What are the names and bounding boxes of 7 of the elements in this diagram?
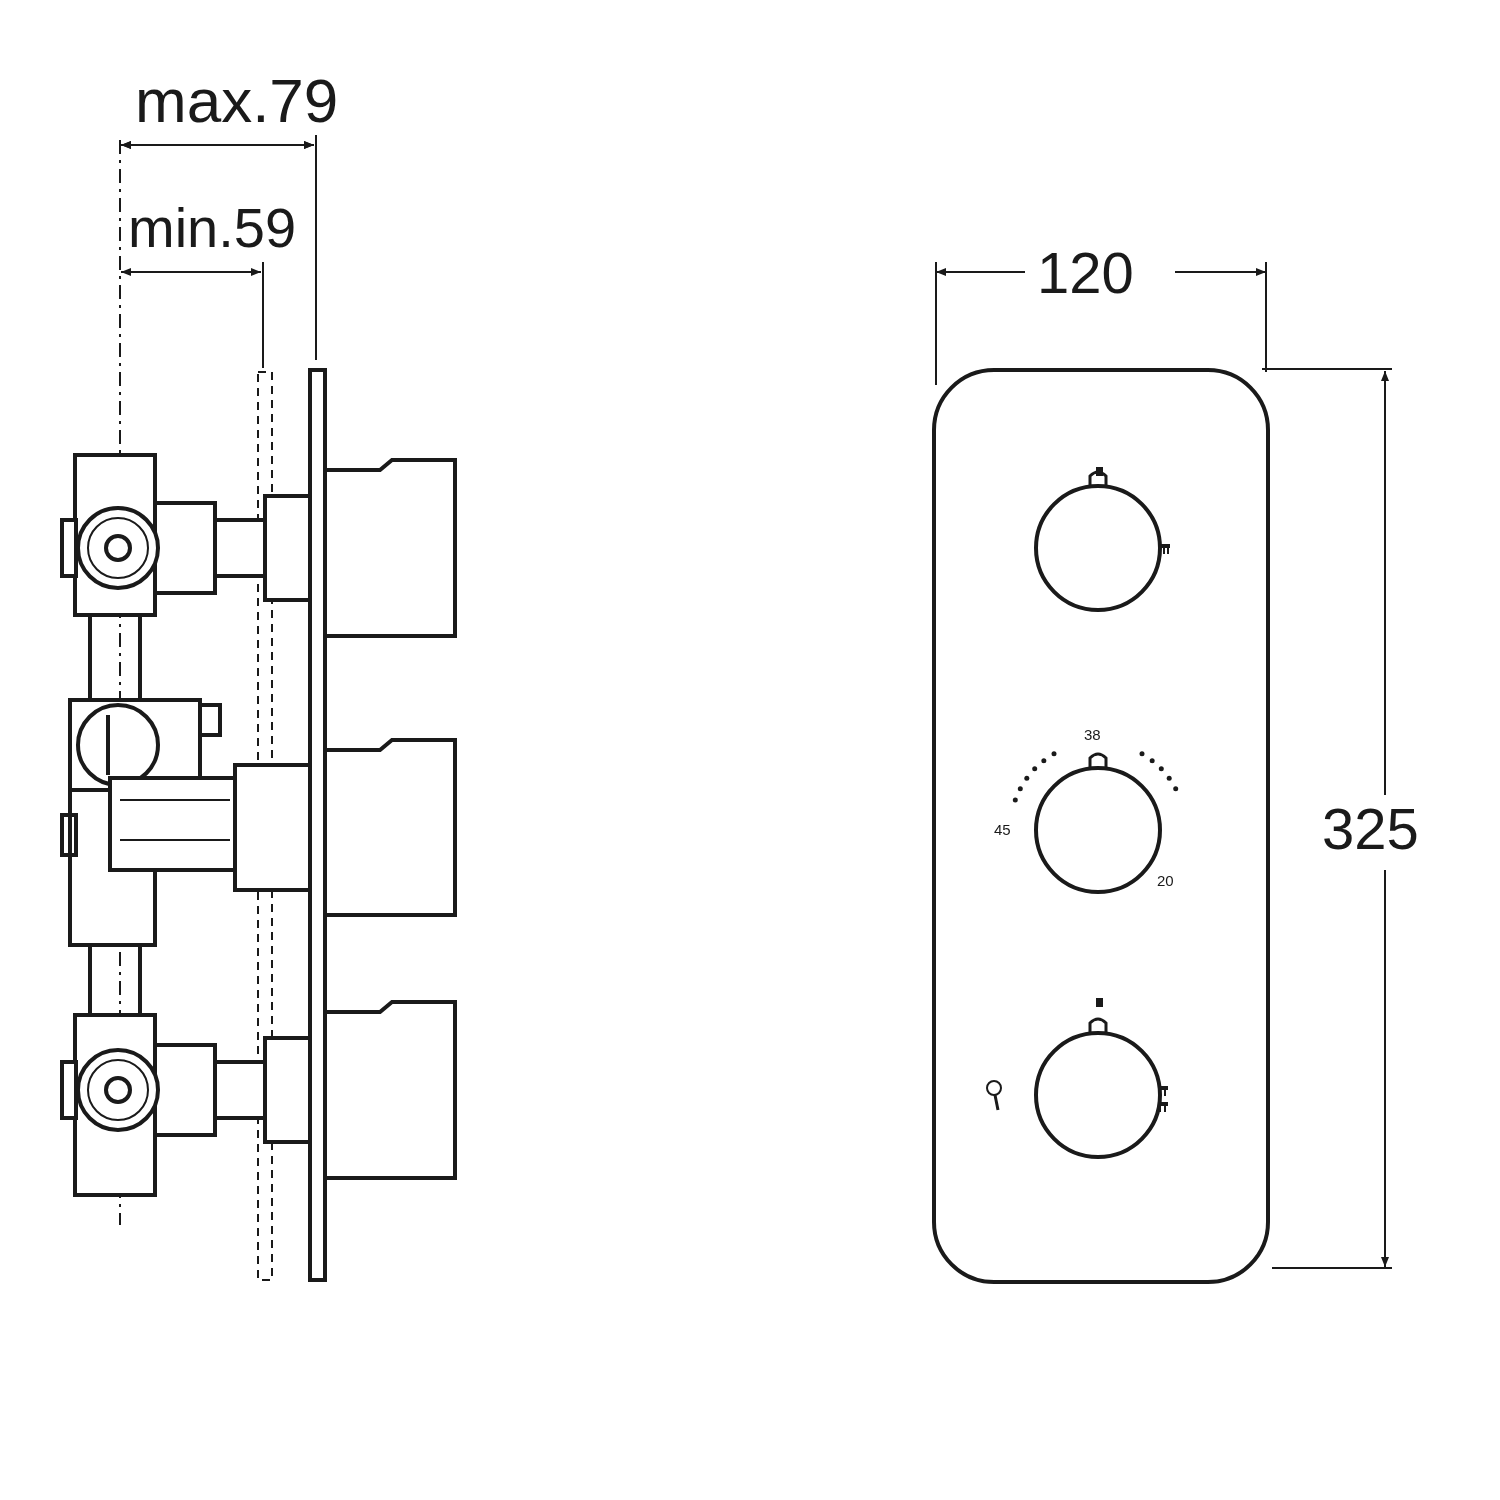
dimension-label: max.79 (135, 70, 339, 132)
dimension-label: min.59 (128, 200, 297, 256)
scale-value: 20 (1157, 873, 1174, 888)
scale-value: 45 (994, 822, 1011, 837)
dimension-label: 120 (1037, 244, 1134, 302)
scale-value: 38 (1084, 727, 1101, 742)
dimension-label: 325 (1322, 800, 1419, 858)
